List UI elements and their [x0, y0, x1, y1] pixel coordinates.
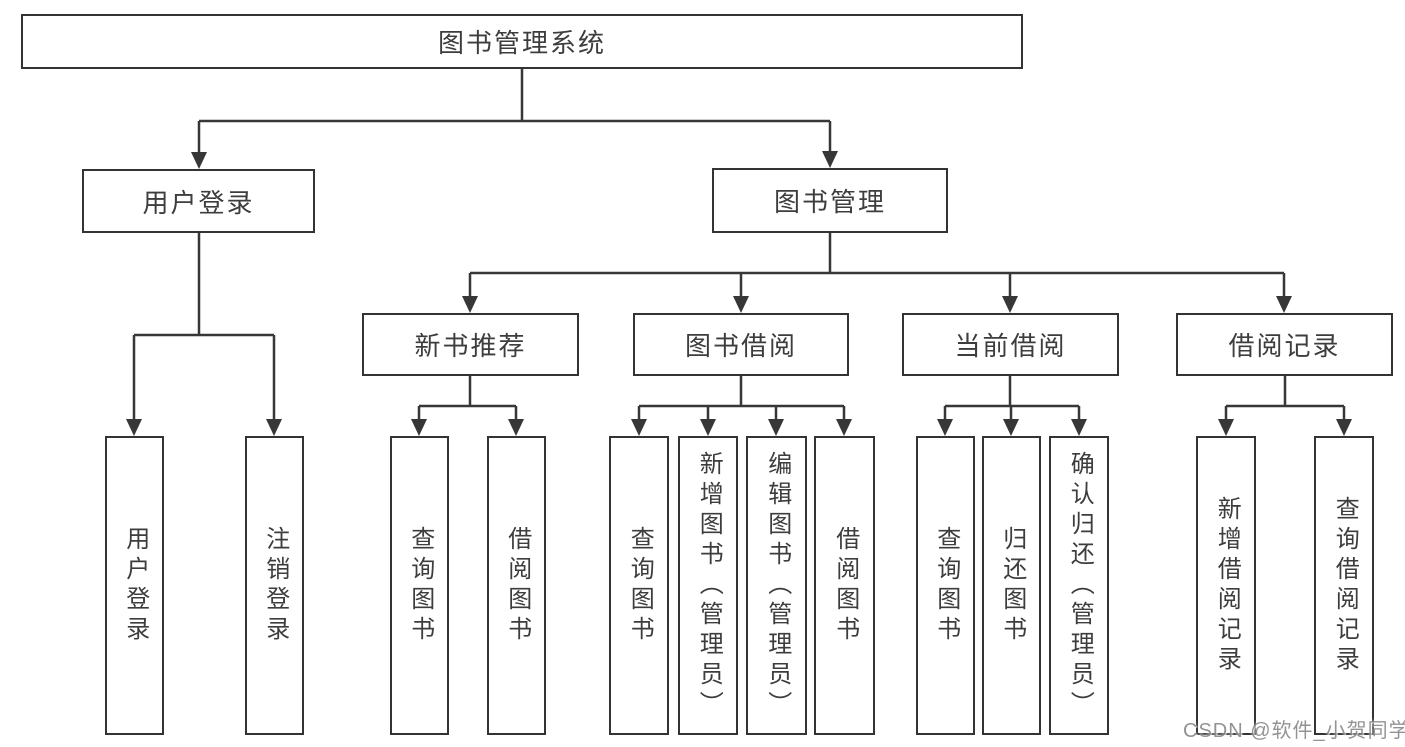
branch-line-user-login: [132, 233, 276, 420]
node-user-login: 用户登录: [82, 169, 315, 233]
arrowhead: [1003, 419, 1019, 436]
arrowhead: [631, 419, 647, 436]
branch-line-borrow-record: [1224, 376, 1346, 420]
branch-line-book-borrow: [637, 376, 846, 420]
node-leaf-current-return: 归还图书: [982, 436, 1041, 735]
branch-line-current-borrow: [943, 376, 1081, 420]
node-leaf-record-add: 新增借阅记录: [1196, 436, 1256, 735]
node-leaf-borrow-edit: 编辑图书（管理员）: [746, 436, 807, 735]
node-current-borrow: 当前借阅: [902, 313, 1119, 376]
node-book-borrow: 图书借阅: [633, 313, 849, 376]
branch-line-root: [197, 68, 832, 153]
node-leaf-newbook-query: 查询图书: [390, 436, 449, 735]
arrowhead: [1218, 419, 1234, 436]
arrowhead: [1002, 296, 1018, 313]
node-root: 图书管理系统: [21, 14, 1023, 69]
node-leaf-borrow-add: 新增图书（管理员）: [678, 436, 738, 735]
node-leaf-user-login: 用户登录: [105, 436, 164, 735]
arrowhead: [836, 419, 852, 436]
arrowhead: [1276, 296, 1292, 313]
arrowhead: [733, 296, 749, 313]
node-leaf-newbook-borrow: 借阅图书: [487, 436, 546, 735]
arrowhead: [700, 419, 716, 436]
arrowhead: [266, 419, 282, 436]
arrowhead: [768, 419, 784, 436]
branch-line-new-book-recommend: [417, 376, 518, 420]
arrowhead: [508, 419, 524, 436]
arrowhead: [191, 152, 207, 169]
arrowhead: [411, 419, 427, 436]
node-leaf-current-confirm: 确认归还（管理员）: [1049, 436, 1109, 735]
arrowhead: [937, 419, 953, 436]
arrowhead: [126, 419, 142, 436]
arrowhead: [1336, 419, 1352, 436]
node-book-management: 图书管理: [712, 168, 948, 233]
arrowhead: [1071, 419, 1087, 436]
node-leaf-record-query: 查询借阅记录: [1314, 436, 1374, 735]
node-leaf-logout: 注销登录: [245, 436, 304, 735]
node-new-book-recommend: 新书推荐: [362, 313, 579, 376]
node-leaf-borrow-borrow: 借阅图书: [814, 436, 875, 735]
node-leaf-borrow-query: 查询图书: [609, 436, 669, 735]
csdn-watermark: CSDN @软件_小贺同学: [1183, 720, 1405, 742]
arrowhead: [822, 151, 838, 168]
branch-line-book-management: [468, 233, 1286, 297]
node-leaf-current-query: 查询图书: [916, 436, 975, 735]
arrowhead: [462, 296, 478, 313]
node-borrow-record: 借阅记录: [1176, 313, 1393, 376]
